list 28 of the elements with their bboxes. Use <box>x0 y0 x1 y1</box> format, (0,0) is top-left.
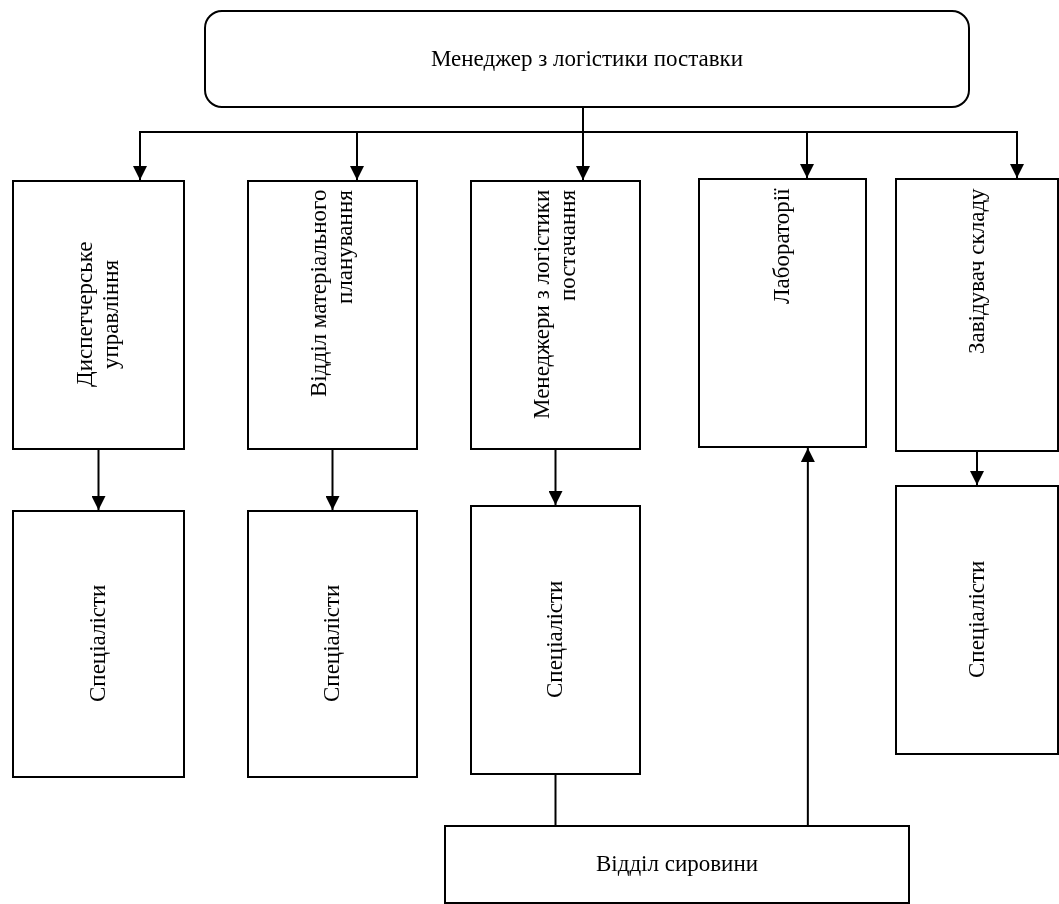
vertical-text-box <box>247 180 418 450</box>
vertical-text-box <box>895 485 1059 755</box>
rounded-box <box>204 10 970 108</box>
arrow <box>325 449 340 511</box>
vertical-text-box <box>470 180 641 450</box>
box-label: Спеціалісти <box>85 583 112 704</box>
box-label: Диспетчерське управління <box>72 240 125 389</box>
box-label: Завідувач складу <box>963 188 990 356</box>
box-label: Спеціалісти <box>542 579 569 700</box>
arrow <box>548 449 563 506</box>
vertical-text-box <box>247 510 418 778</box>
connector-line <box>554 774 557 826</box>
arrow <box>970 451 984 486</box>
arrow <box>91 449 106 511</box>
box-label: Менеджер з логістики поставки <box>430 45 744 73</box>
vertical-text-box <box>895 178 1059 452</box>
box-label: Відділ сировини <box>595 851 759 878</box>
arrow <box>800 447 815 826</box>
process-box <box>444 825 910 904</box>
box-label: Спеціалісти <box>319 583 346 704</box>
vertical-text-box <box>698 178 867 448</box>
vertical-text-box <box>12 510 185 778</box>
box-label: Спеціалісти <box>963 559 990 680</box>
box-label: Менеджери з логістики постачання <box>529 190 582 422</box>
box-label: Відділ матеріального планування <box>306 190 359 400</box>
box-label: Лабораторії <box>769 188 796 306</box>
vertical-text-box <box>12 180 185 450</box>
vertical-text-box <box>470 505 641 775</box>
